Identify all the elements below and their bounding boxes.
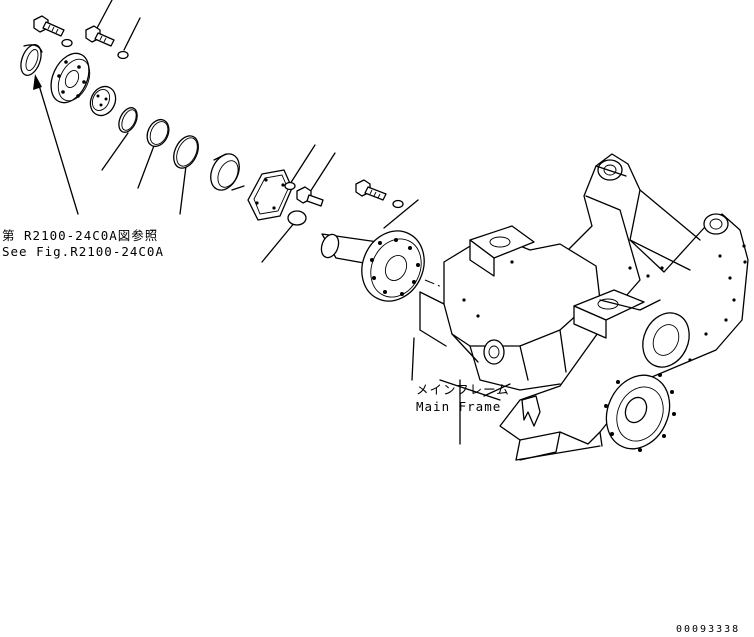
- reference-label-en: See Fig.R2100-24C0A: [2, 244, 164, 259]
- washer-2: [117, 50, 129, 60]
- bolt-4: [355, 179, 387, 201]
- leader-lines: [95, 0, 419, 263]
- cover-plate: [247, 169, 293, 221]
- bolt-3: [296, 186, 324, 207]
- reference-arrow: [33, 74, 79, 215]
- bolt-2: [85, 25, 115, 47]
- seal-ring: [20, 44, 43, 76]
- bolt-1: [33, 15, 65, 37]
- o-ring-2: [146, 118, 170, 148]
- bushing: [210, 153, 245, 191]
- pivot-shaft: [320, 230, 425, 302]
- washer-1: [61, 38, 73, 48]
- frame-label-en: Main Frame: [416, 399, 501, 414]
- washer-3: [284, 181, 296, 191]
- main-frame: [411, 153, 749, 461]
- drawing-number: 00093338: [676, 624, 740, 635]
- frame-leader: [483, 383, 511, 397]
- cap-nut: [89, 85, 117, 117]
- frame-label-jp: メインフレーム: [416, 382, 510, 397]
- washer-4: [392, 199, 404, 209]
- reference-label-jp: 第 R2100-24C0A図参照: [2, 228, 158, 243]
- flange-plate: [50, 52, 91, 104]
- plug: [287, 210, 307, 226]
- o-ring-3: [173, 135, 199, 169]
- o-ring-1: [118, 107, 138, 133]
